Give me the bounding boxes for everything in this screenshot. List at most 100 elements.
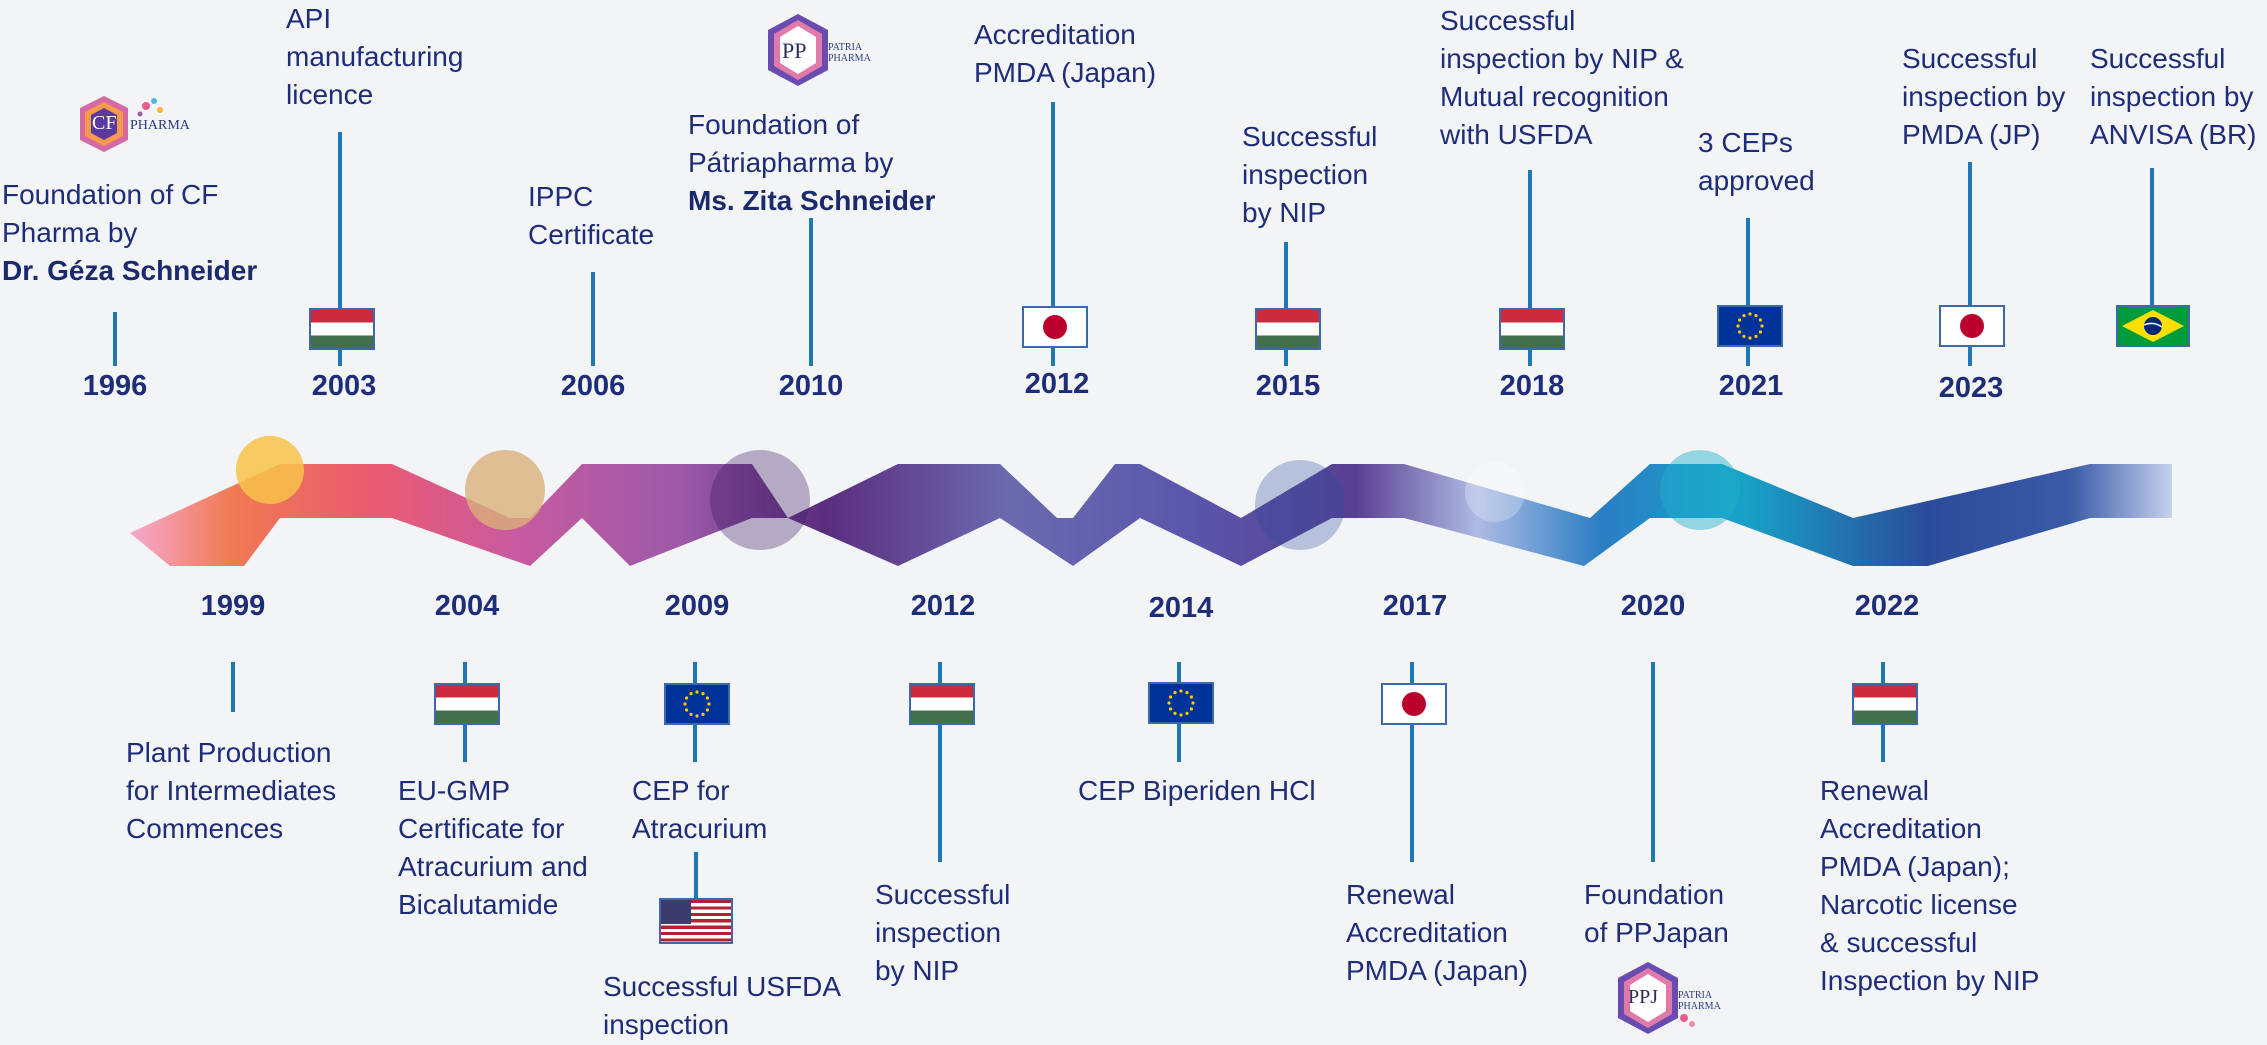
milestone-line: PMDA (Japan); — [1820, 851, 2010, 882]
milestone-line: Accreditation — [1346, 917, 1508, 948]
milestone-line: Successful — [1440, 5, 1576, 36]
milestone-line: Certificate — [528, 219, 655, 250]
bottom-connector-line-0 — [231, 662, 235, 712]
top-connector-line-3 — [809, 218, 813, 366]
milestone-line: Foundation of — [688, 109, 860, 140]
eu-star — [1189, 707, 1193, 711]
milestone-line: Bicalutamide — [398, 889, 559, 920]
eu-star — [1189, 695, 1193, 699]
top-connector-line-1 — [338, 132, 342, 366]
eu-star — [1179, 713, 1183, 717]
milestone-line: Renewal — [1346, 879, 1455, 910]
top-connector-line-8 — [1968, 162, 1972, 366]
eu-star — [701, 692, 705, 696]
eu-star — [1185, 711, 1189, 715]
milestone-line: API — [286, 3, 332, 34]
japan-flag-icon — [1381, 683, 1447, 725]
top-year-4: 2012 — [1024, 368, 1090, 400]
hungary-flag-icon — [1499, 308, 1565, 350]
bottom-year-4: 2014 — [1148, 592, 1214, 624]
milestone-line: inspection — [875, 917, 1002, 948]
milestone-line: Pharma by — [2, 217, 138, 248]
eu-star — [683, 702, 687, 706]
milestone-line: Successful USFDA — [603, 971, 842, 1002]
cf-logo-mark: CF — [92, 112, 117, 134]
band-decor-circle — [236, 436, 304, 504]
eu-star — [1173, 711, 1177, 715]
eu-star — [689, 712, 693, 716]
band-decor-circle — [1465, 462, 1525, 522]
milestone-line: for Intermediates — [126, 775, 337, 806]
bottom-year-1: 2004 — [434, 590, 500, 622]
milestone-line: PMDA (Japan) — [974, 57, 1157, 88]
milestone-line: Accreditation — [974, 19, 1136, 50]
usa-flag-icon — [659, 898, 733, 944]
milestone-line: 3 CEPs — [1698, 127, 1793, 158]
milestone-line: PMDA (Japan) — [1346, 955, 1529, 986]
bottom-extra-connector-line-2 — [694, 852, 698, 898]
bottom-connector-line-6 — [1651, 662, 1655, 862]
milestone-line: Certificate for — [398, 813, 565, 844]
band-decor-circle — [1255, 460, 1345, 550]
eu-star — [1173, 691, 1177, 695]
zigzag-band-shape — [130, 464, 2172, 566]
eu-star — [689, 692, 693, 696]
milestone-line: approved — [1698, 165, 1815, 196]
milestone-line: Successful — [1242, 121, 1378, 152]
eu-star — [707, 702, 711, 706]
milestone-line: inspection — [603, 1009, 730, 1040]
bottom-connector-line-5 — [1410, 662, 1414, 862]
eu-star — [1191, 701, 1195, 705]
top-connector-line-4 — [1051, 102, 1055, 366]
pp-logo-mark: PP — [782, 38, 807, 63]
top-milestone-text-7: 3 CEPs approved — [1698, 124, 1815, 200]
milestone-line: Successful — [1902, 43, 2038, 74]
eu-star — [1760, 324, 1764, 328]
milestone-line: ANVISA (BR) — [2090, 119, 2257, 150]
hungary-flag-icon — [309, 308, 375, 350]
band-decor-circle — [1660, 450, 1740, 530]
ppj-logo-text: PATRIA PHARMA — [1678, 990, 1721, 1012]
milestone-line: Renewal — [1820, 775, 1929, 806]
milestone-line: Atracurium — [632, 813, 768, 844]
pp-logo-text: PATRIA PHARMA — [828, 42, 871, 64]
eu-star — [1738, 330, 1742, 334]
eu-star — [1754, 314, 1758, 318]
bottom-year-0: 1999 — [200, 590, 266, 622]
hungary-flag-icon — [909, 683, 975, 725]
eu-star — [1748, 336, 1752, 340]
eu-star — [1754, 334, 1758, 338]
bottom-year-6: 2020 — [1620, 590, 1686, 622]
milestone-line: Accreditation — [1820, 813, 1982, 844]
japan-flag-icon — [1939, 305, 2005, 347]
bottom-year-7: 2022 — [1854, 590, 1920, 622]
eu-star — [1758, 318, 1762, 322]
milestone-line: of PPJapan — [1584, 917, 1729, 948]
top-year-7: 2021 — [1718, 370, 1784, 402]
eu-star — [701, 712, 705, 716]
eu-star — [695, 714, 699, 718]
top-connector-line-7 — [1746, 218, 1750, 366]
milestone-line: Foundation of CF — [2, 179, 219, 210]
top-year-6: 2018 — [1499, 370, 1565, 402]
ppjapan-logo: PPJ PATRIA PHARMA — [1612, 960, 1722, 1040]
milestone-line: Successful — [2090, 43, 2226, 74]
ppj-logo-mark: PPJ — [1628, 986, 1659, 1008]
eu-star — [705, 708, 709, 712]
top-year-0: 1996 — [82, 370, 148, 402]
milestone-line: Narcotic license — [1820, 889, 2018, 920]
hungary-flag-icon — [434, 683, 500, 725]
bottom-milestone-text-4: CEP Biperiden HCl — [1078, 772, 1316, 810]
bottom-extra-milestone-text-2: Successful USFDA inspection — [603, 968, 841, 1044]
patria-pharma-logo: PP PATRIA PHARMA — [762, 12, 872, 92]
milestone-line: inspection by NIP & — [1440, 43, 1684, 74]
